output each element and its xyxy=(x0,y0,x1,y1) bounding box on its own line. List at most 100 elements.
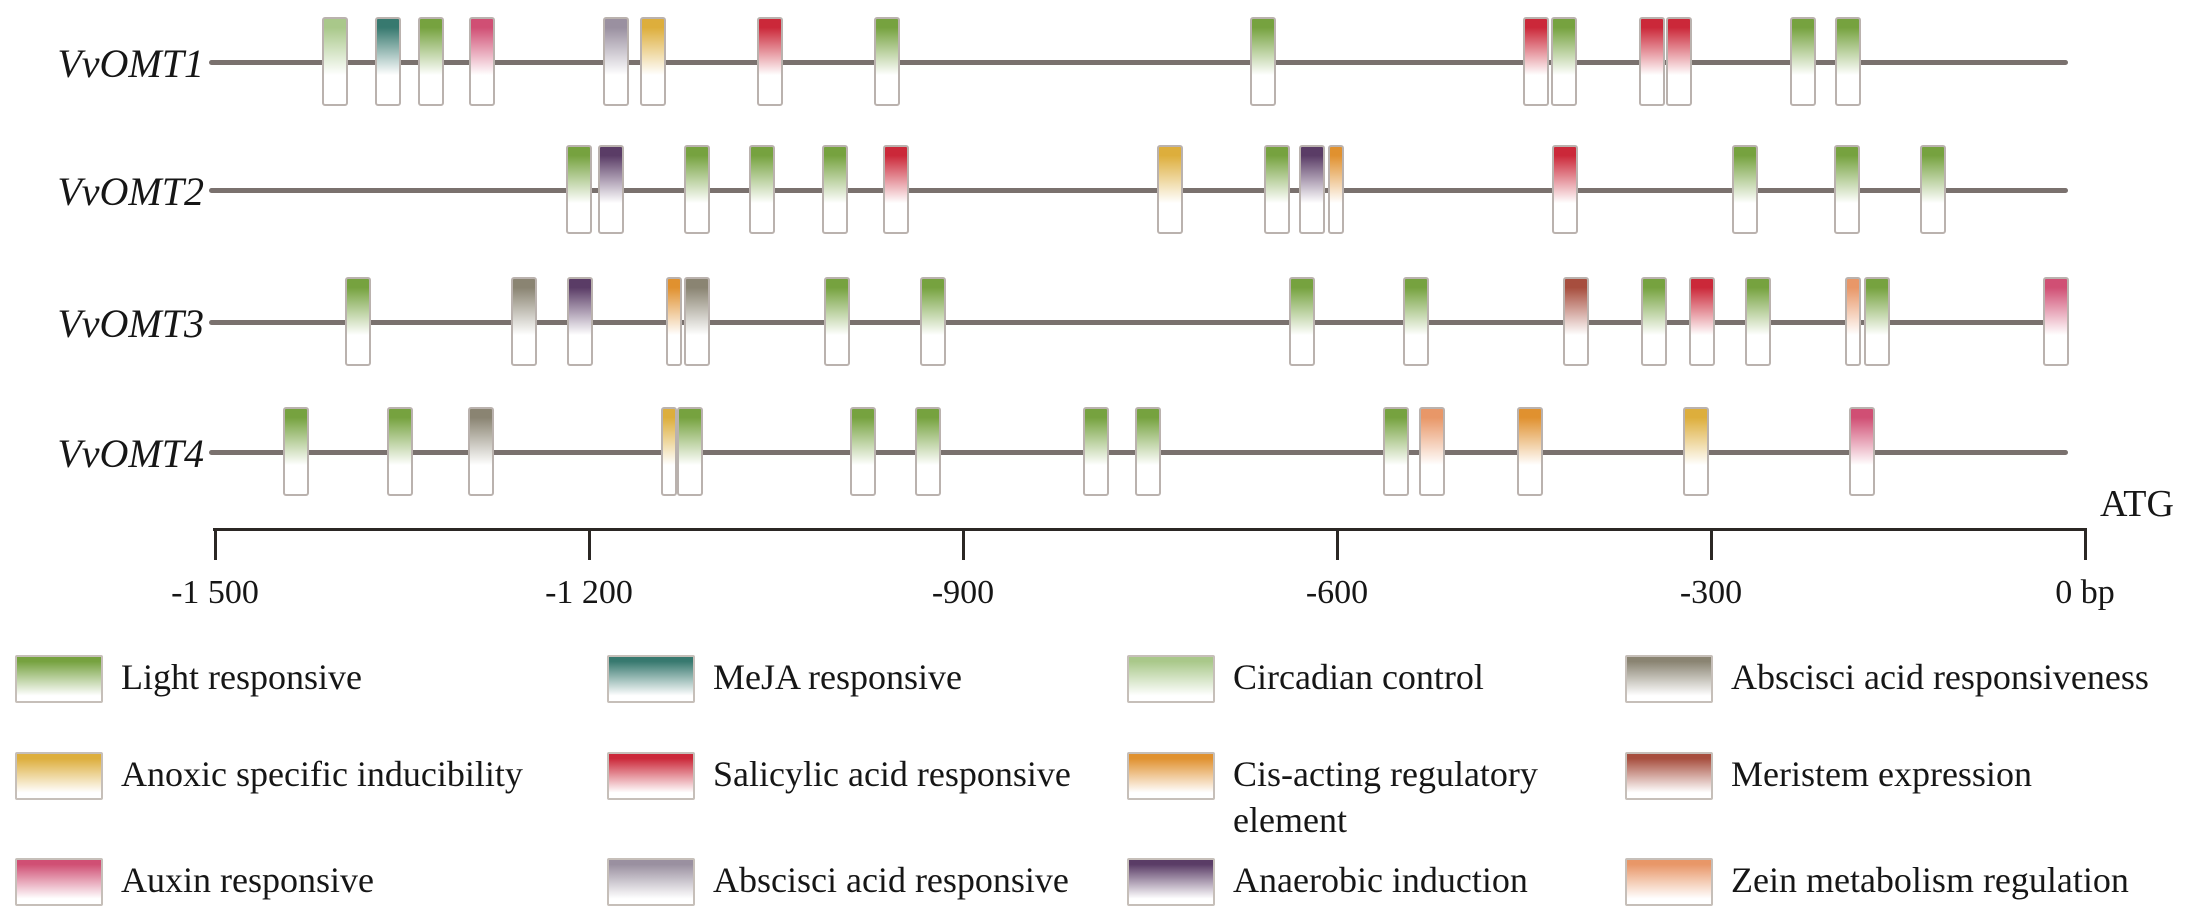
element-box-auxin xyxy=(469,17,495,106)
legend-label-light: Light responsive xyxy=(121,654,362,700)
element-box-anoxic xyxy=(1683,407,1709,496)
element-box-meja xyxy=(375,17,401,106)
element-box-auxin xyxy=(1849,407,1875,496)
legend-label-line: Cis-acting regulatory xyxy=(1233,754,1538,794)
axis-tick xyxy=(962,528,965,560)
legend-label-line: Abscisci acid responsiveness xyxy=(1731,657,2149,697)
element-box-anoxic xyxy=(1157,145,1183,234)
promoter-line xyxy=(209,188,2068,193)
promoter-line xyxy=(209,60,2068,65)
element-box-anaerobic xyxy=(1299,145,1325,234)
legend-swatch-meja xyxy=(607,655,695,703)
legend-swatch-aba_responsive xyxy=(607,858,695,906)
legend-swatch-anoxic xyxy=(15,752,103,800)
element-box-salicylic xyxy=(1689,277,1715,366)
axis-tick-label: -300 xyxy=(1679,574,1743,611)
element-box-light xyxy=(345,277,371,366)
element-box-light xyxy=(1745,277,1771,366)
element-box-light xyxy=(1135,407,1161,496)
legend-label-auxin: Auxin responsive xyxy=(121,857,374,903)
legend-swatch-anaerobic xyxy=(1127,858,1215,906)
element-box-light xyxy=(874,17,900,106)
element-box-light xyxy=(283,407,309,496)
axis-tick xyxy=(2084,528,2087,560)
legend-label-aba_responsiveness: Abscisci acid responsiveness xyxy=(1731,654,2149,700)
element-box-light xyxy=(1083,407,1109,496)
axis-tick-label: -600 xyxy=(1305,574,1369,611)
element-box-aba_responsiveness xyxy=(468,407,494,496)
axis-tick-label: -900 xyxy=(931,574,995,611)
element-box-light xyxy=(684,145,710,234)
element-box-anaerobic xyxy=(598,145,624,234)
element-box-light xyxy=(1383,407,1409,496)
element-box-light xyxy=(1250,17,1276,106)
axis-tick xyxy=(1336,528,1339,560)
atg-label: ATG xyxy=(2100,483,2174,525)
legend-swatch-zein xyxy=(1625,858,1713,906)
element-box-anaerobic xyxy=(567,277,593,366)
axis-tick-label: -1 500 xyxy=(171,574,259,611)
element-box-light xyxy=(1264,145,1290,234)
element-box-light xyxy=(418,17,444,106)
element-box-cis_acting xyxy=(1328,145,1344,234)
element-box-zein xyxy=(1419,407,1445,496)
element-box-zein xyxy=(1845,277,1861,366)
element-box-salicylic xyxy=(1666,17,1692,106)
element-box-auxin xyxy=(2043,277,2069,366)
element-box-light xyxy=(920,277,946,366)
legend-swatch-aba_responsiveness xyxy=(1625,655,1713,703)
legend-swatch-auxin xyxy=(15,858,103,906)
legend-label-line: Auxin responsive xyxy=(121,860,374,900)
legend-label-zein: Zein metabolism regulation xyxy=(1731,857,2129,903)
legend-label-line: Circadian control xyxy=(1233,657,1484,697)
element-box-cis_acting xyxy=(1517,407,1543,496)
element-box-light xyxy=(822,145,848,234)
element-box-circadian xyxy=(322,17,348,106)
element-box-light xyxy=(1790,17,1816,106)
gene-name-label: VvOMT1 xyxy=(57,41,204,86)
element-box-salicylic xyxy=(883,145,909,234)
element-box-light xyxy=(915,407,941,496)
legend-label-line: element xyxy=(1233,800,1347,840)
element-box-light xyxy=(1641,277,1667,366)
legend-label-line: Salicylic acid responsive xyxy=(713,754,1071,794)
legend-swatch-light xyxy=(15,655,103,703)
axis-tick xyxy=(1710,528,1713,560)
legend-swatch-salicylic xyxy=(607,752,695,800)
promoter-line xyxy=(209,320,2068,325)
element-box-anoxic xyxy=(661,407,677,496)
element-box-aba_responsiveness xyxy=(684,277,710,366)
element-box-light xyxy=(1834,145,1860,234)
element-box-cis_acting xyxy=(666,277,682,366)
element-box-light xyxy=(850,407,876,496)
legend-label-meja: MeJA responsive xyxy=(713,654,962,700)
legend-label-anaerobic: Anaerobic induction xyxy=(1233,857,1528,903)
legend-label-cis_acting: Cis-acting regulatory element xyxy=(1233,751,1538,843)
gene-name-label: VvOMT3 xyxy=(57,301,204,346)
element-box-light xyxy=(566,145,592,234)
element-box-salicylic xyxy=(757,17,783,106)
element-box-light xyxy=(749,145,775,234)
element-box-light xyxy=(1835,17,1861,106)
axis-tick-label: 0 bp xyxy=(2055,574,2115,611)
gene-name-label: VvOMT4 xyxy=(57,431,204,476)
axis-tick xyxy=(214,528,217,560)
legend-label-anoxic: Anoxic specific inducibility xyxy=(121,751,523,797)
element-box-light xyxy=(1920,145,1946,234)
gene-name-label: VvOMT2 xyxy=(57,169,204,214)
element-box-salicylic xyxy=(1523,17,1549,106)
element-box-aba_responsiveness xyxy=(511,277,537,366)
legend-label-line: Zein metabolism regulation xyxy=(1731,860,2129,900)
element-box-light xyxy=(1864,277,1890,366)
legend-label-line: Anaerobic induction xyxy=(1233,860,1528,900)
axis-tick-label: -1 200 xyxy=(545,574,633,611)
legend-label-line: Anoxic specific inducibility xyxy=(121,754,523,794)
legend-swatch-cis_acting xyxy=(1127,752,1215,800)
element-box-light xyxy=(1403,277,1429,366)
element-box-anoxic xyxy=(640,17,666,106)
element-box-light xyxy=(1289,277,1315,366)
axis-line xyxy=(213,528,2087,531)
element-box-light xyxy=(824,277,850,366)
element-box-salicylic xyxy=(1552,145,1578,234)
